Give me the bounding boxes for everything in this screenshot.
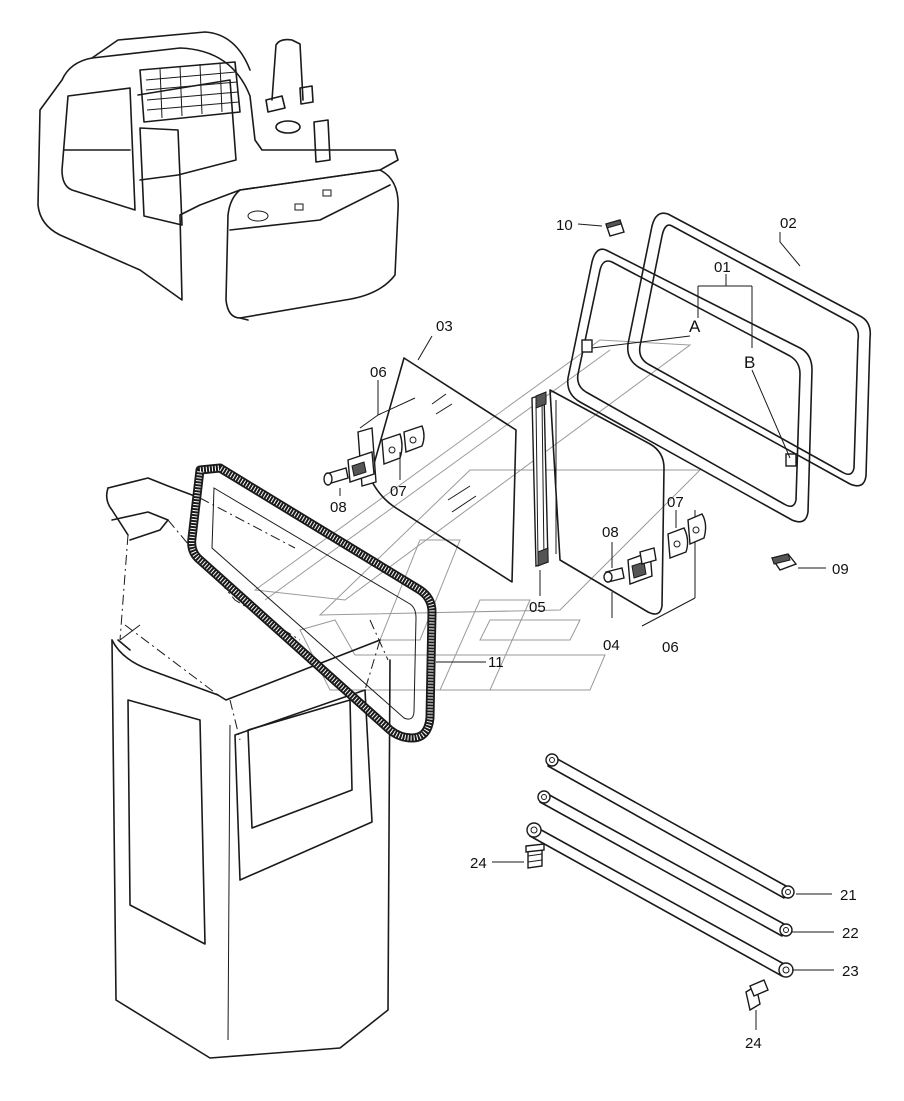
callout-06-right: 06	[662, 639, 679, 656]
callout-07-left: 07	[390, 483, 407, 500]
callout-24-left: 24	[470, 855, 487, 872]
run-channel-05	[531, 391, 549, 567]
callout-08-right: 08	[602, 524, 619, 541]
cab-frame-illustration	[105, 477, 391, 1059]
callout-02: 02	[780, 215, 797, 232]
callout-03: 03	[436, 318, 453, 335]
callout-01: 01	[714, 259, 731, 276]
callout-04: 04	[603, 637, 620, 654]
stay-rod-23	[526, 822, 794, 978]
callout-labels: 01 02 03 04 05 06 06 07 07 08 08 09 10 1…	[330, 215, 859, 1052]
stopper-10	[605, 219, 625, 237]
callout-11: 11	[488, 654, 504, 671]
latch-assembly-left	[323, 380, 425, 487]
latch-assembly-right	[603, 510, 707, 627]
stay-rod-22	[537, 790, 793, 937]
callout-08-left: 08	[330, 499, 347, 516]
callout-10: 10	[556, 217, 573, 234]
bolt-24-left	[525, 843, 545, 869]
window-seal-11	[187, 463, 437, 743]
leader-lines	[339, 223, 834, 1030]
bolt-24-bottom	[745, 979, 769, 1012]
stopper-09	[770, 553, 798, 571]
window-seal-02	[626, 212, 872, 487]
stay-rod-21	[545, 753, 795, 899]
callout-21: 21	[840, 887, 857, 904]
callout-06-left: 06	[370, 364, 387, 381]
watermark-logo	[253, 339, 702, 691]
point-label-a: A	[689, 317, 701, 336]
callout-09: 09	[832, 561, 849, 578]
window-frame-01	[566, 248, 813, 523]
callout-07-right: 07	[667, 494, 684, 511]
point-label-b: B	[744, 353, 755, 372]
callout-22: 22	[842, 925, 859, 942]
callout-23: 23	[842, 963, 859, 980]
sliding-glass-04	[549, 389, 665, 615]
callout-24-bottom: 24	[745, 1035, 762, 1052]
callout-05: 05	[529, 599, 546, 616]
excavator-overview-illustration	[37, 31, 399, 321]
